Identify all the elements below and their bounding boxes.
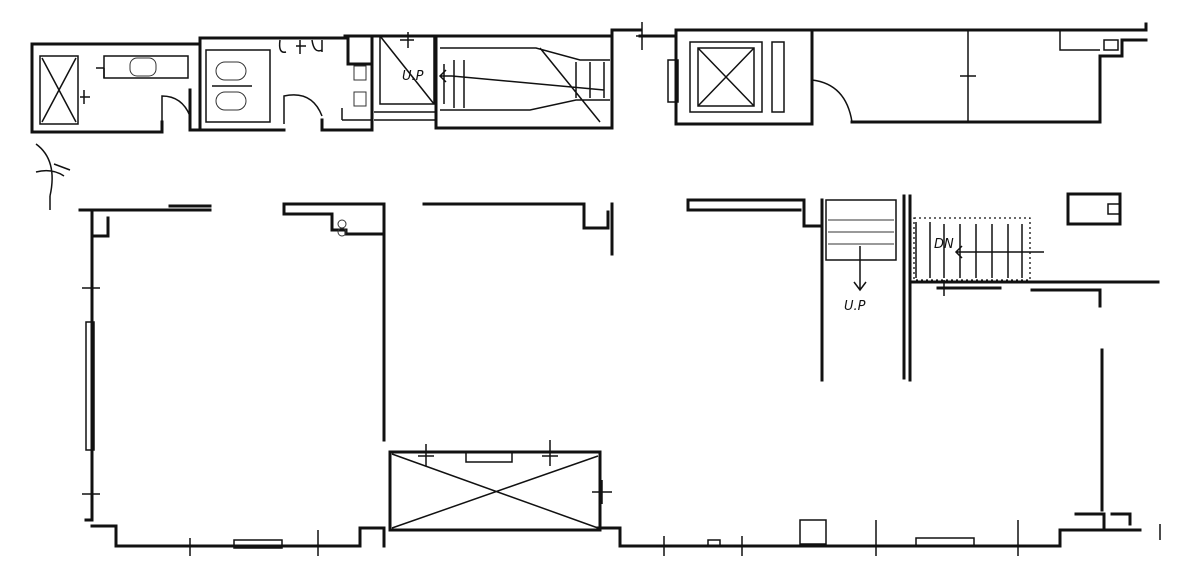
window-bottom bbox=[915, 537, 975, 547]
basin-2 bbox=[353, 91, 367, 107]
urinals bbox=[278, 39, 323, 54]
door-swing bbox=[283, 94, 323, 124]
core-wall-right bbox=[658, 22, 1148, 126]
counter-top bbox=[103, 55, 189, 79]
main-floor: U.P DN bbox=[78, 192, 1161, 556]
corridor-door bbox=[35, 143, 71, 197]
left-exterior-wall bbox=[84, 234, 94, 522]
stair-up bbox=[825, 199, 897, 261]
door-swing bbox=[161, 95, 191, 122]
column-right bbox=[1066, 192, 1122, 226]
elevator-cross-right bbox=[697, 47, 755, 107]
window-bottom bbox=[233, 539, 283, 549]
top-left-core: U.P bbox=[30, 28, 662, 134]
corridor-wall-lower bbox=[78, 198, 824, 256]
top-right-core bbox=[636, 22, 1148, 126]
elevator-cross-left bbox=[41, 57, 77, 123]
wc-stall-frame bbox=[205, 49, 271, 123]
up-label-stair: U.P bbox=[844, 299, 866, 314]
duct-shaft bbox=[379, 35, 435, 105]
toilet-2 bbox=[215, 91, 247, 111]
elevator-room-wall bbox=[30, 42, 164, 134]
stair-down bbox=[913, 217, 1031, 281]
column-box bbox=[799, 519, 827, 545]
top-core-wall bbox=[30, 28, 662, 46]
elevator-shaft-right bbox=[689, 41, 763, 113]
column-marker bbox=[337, 219, 347, 229]
stair-run bbox=[440, 47, 610, 123]
stair-core-wall bbox=[820, 194, 912, 382]
stair-arrow-down bbox=[853, 246, 867, 292]
pipe-chase bbox=[771, 41, 785, 113]
window-bottom bbox=[707, 539, 721, 547]
wc-fixture bbox=[129, 57, 157, 77]
bottom-exterior-wall bbox=[118, 526, 1142, 548]
notch bbox=[1103, 39, 1119, 51]
void-cross bbox=[391, 453, 599, 529]
door-swing bbox=[811, 79, 853, 123]
stair-arrow-dn bbox=[954, 245, 1044, 259]
basin-1 bbox=[353, 65, 367, 81]
up-label-top: U.P bbox=[402, 69, 424, 84]
toilet-1 bbox=[215, 61, 247, 81]
dn-label-stair: DN bbox=[934, 237, 954, 252]
elevator-shaft-left bbox=[39, 55, 79, 125]
window-left bbox=[85, 321, 95, 451]
up-arrow bbox=[438, 69, 452, 83]
